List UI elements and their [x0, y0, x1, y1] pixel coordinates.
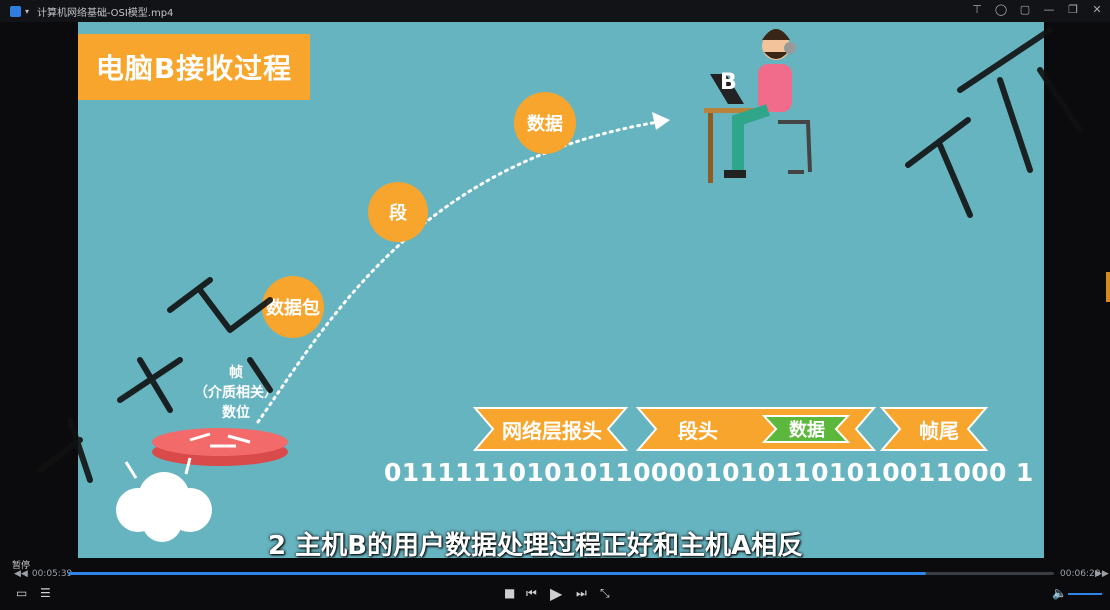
segment-header: 段头: [678, 418, 718, 443]
stop-icon[interactable]: ■: [504, 586, 516, 600]
progress-fill: [68, 572, 926, 575]
transfer-arc: [116, 29, 812, 542]
forward-icon[interactable]: ▶▶: [1095, 569, 1109, 579]
person-illustration: [704, 29, 812, 183]
folder-icon[interactable]: ▭: [16, 586, 28, 600]
video-frame[interactable]: 电脑B接收过程 B 数据 段 数据包 帧 （介质相关: [78, 22, 1044, 558]
segment-trailer: 帧尾: [919, 418, 959, 443]
bubble-segment: 段: [368, 182, 428, 242]
subtitle: 2 主机B的用户数据处理过程正好和主机A相反: [268, 531, 804, 558]
previous-icon[interactable]: ⏮: [526, 586, 537, 600]
next-icon[interactable]: ⏭: [576, 586, 587, 600]
arrow-head-icon: [652, 112, 670, 130]
bubble-packet: 数据包: [262, 276, 324, 338]
cloud-icon: [116, 472, 212, 542]
segment-network-header: 网络层报头: [502, 418, 602, 443]
window-controls: ⊤ ◯ ▢ — ❐ ✕: [970, 3, 1104, 16]
fullscreen-icon[interactable]: ⤡: [600, 586, 610, 600]
volume-slider[interactable]: [1068, 593, 1102, 595]
volume-icon[interactable]: 🔈: [1052, 586, 1067, 600]
screen-icon[interactable]: ▢: [1019, 3, 1031, 16]
menu-caret-icon[interactable]: ▾: [25, 6, 30, 16]
frame-label: 帧: [229, 365, 243, 381]
title-bar: ▾ 计算机网络基础-OSI模型.mp4 ⊤ ◯ ▢ — ❐ ✕: [0, 0, 1110, 22]
play-icon[interactable]: ▶: [550, 584, 563, 603]
app-icon[interactable]: [10, 5, 21, 17]
progress-row: ◀◀ 00:05:39 00:06:29 ▶▶: [0, 566, 1110, 582]
status-label: 暂停: [12, 561, 31, 571]
scene-title: 电脑B接收过程: [78, 34, 310, 100]
minimize-icon[interactable]: —: [1043, 3, 1055, 16]
pin-icon[interactable]: ⊤: [972, 3, 982, 16]
bit-string: 01111110101011000010101101010011000 1: [384, 458, 1034, 487]
frame-segment-shapes: [472, 407, 989, 451]
segment-data: 数据: [789, 420, 825, 441]
location-icon[interactable]: ◯: [994, 3, 1008, 16]
side-panel-handle[interactable]: [1106, 272, 1110, 302]
bits-label: 数位: [222, 405, 250, 421]
total-time: 00:06:29: [1060, 569, 1101, 579]
control-bar: ▭ ☰ ■ ⏮ ▶ ⏭ ⤡ 🔈: [0, 584, 1110, 606]
rewind-icon[interactable]: ◀◀: [14, 569, 28, 579]
bubble-data: 数据: [514, 92, 576, 154]
current-time: 00:05:39: [31, 569, 73, 579]
playlist-icon[interactable]: ☰: [40, 586, 51, 600]
progress-bar[interactable]: [68, 572, 1054, 575]
media-related-label: （介质相关）: [194, 385, 278, 401]
restore-icon[interactable]: ❐: [1068, 3, 1078, 16]
laptop-icon: [710, 74, 744, 104]
host-label: B: [720, 70, 737, 95]
window-title: 计算机网络基础-OSI模型.mp4: [37, 7, 174, 19]
close-icon[interactable]: ✕: [1092, 3, 1102, 16]
